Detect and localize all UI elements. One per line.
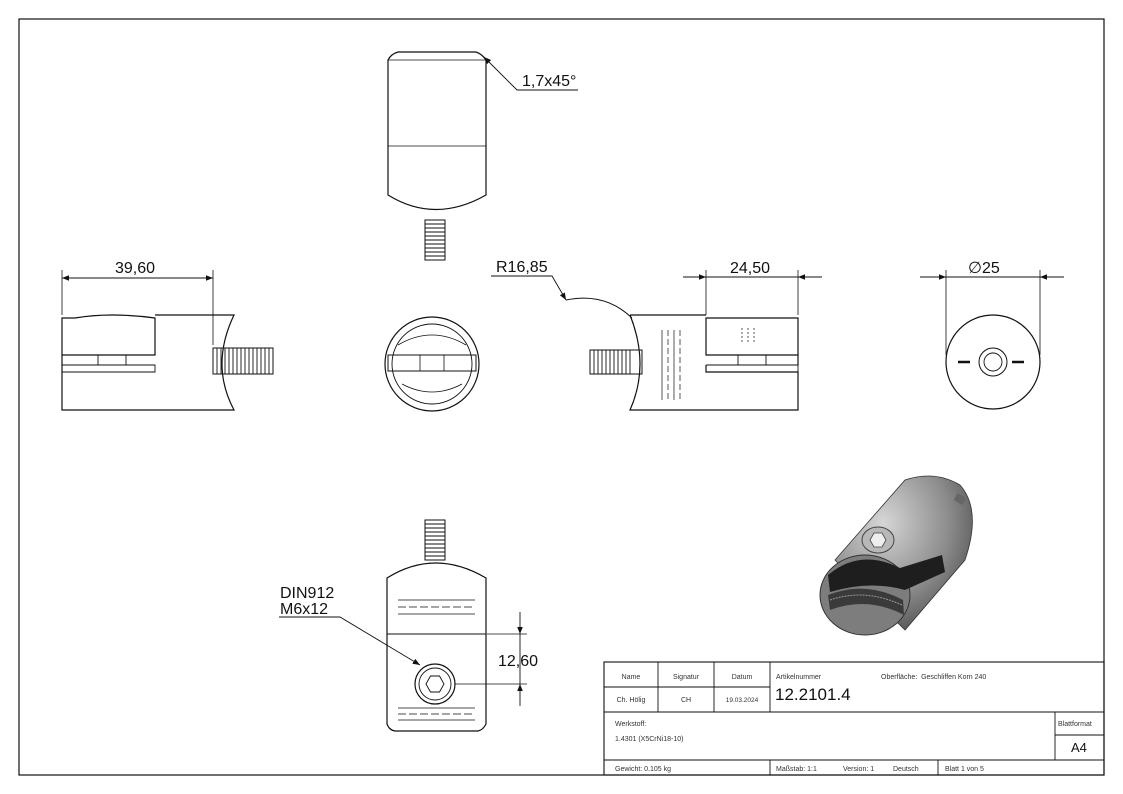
tb-blatt: Blatt 1 von 5 <box>945 766 984 773</box>
tb-artikel-value: 12.2101.4 <box>775 685 851 704</box>
tb-gewicht: Gewicht: 0.105 kg <box>615 766 671 773</box>
tb-version: Version: 1 <box>843 766 874 773</box>
tb-name-value: Ch. Hölig <box>617 697 646 704</box>
tb-werkstoff-value: 1.4301 (X5CrNi18-10) <box>615 736 683 743</box>
drawing-frame <box>18 18 1105 776</box>
tb-massstab: Maßstab: 1:1 <box>776 766 817 773</box>
screw-label-line2: M6x12 <box>280 601 328 618</box>
front-view <box>384 316 480 412</box>
title-block <box>603 661 1105 776</box>
top-view <box>387 51 578 261</box>
tb-werkstoff-label: Werkstoff: <box>615 721 646 728</box>
isometric-view <box>819 475 973 636</box>
chamfer-label: 1,7x45° <box>522 73 576 90</box>
tb-oberflaeche: Oberfläche: Geschliffen Korn 240 <box>881 674 986 681</box>
tb-datum-header: Datum <box>732 674 753 681</box>
tb-sprache: Deutsch <box>893 766 919 773</box>
tb-signatur-header: Signatur <box>673 674 700 681</box>
screw-label-line1: DIN912 <box>280 585 334 602</box>
diameter-label: ∅25 <box>968 260 1000 277</box>
tb-blattformat-label: Blattformat <box>1058 721 1092 728</box>
right-view <box>491 270 822 411</box>
tb-datum-value: 19.03.2024 <box>726 697 759 704</box>
length-left-label: 39,60 <box>115 260 155 277</box>
tb-name-header: Name <box>622 674 641 681</box>
tb-blattformat-value: A4 <box>1071 740 1087 755</box>
bottom-view <box>279 519 527 732</box>
length-right-label: 24,50 <box>730 260 770 277</box>
height-label: 12,60 <box>498 653 538 670</box>
tb-signatur-value: CH <box>681 697 691 704</box>
radius-label: R16,85 <box>496 259 548 276</box>
left-view <box>61 270 274 411</box>
end-view <box>920 270 1064 410</box>
tb-artikel-label: Artikelnummer <box>776 674 822 681</box>
